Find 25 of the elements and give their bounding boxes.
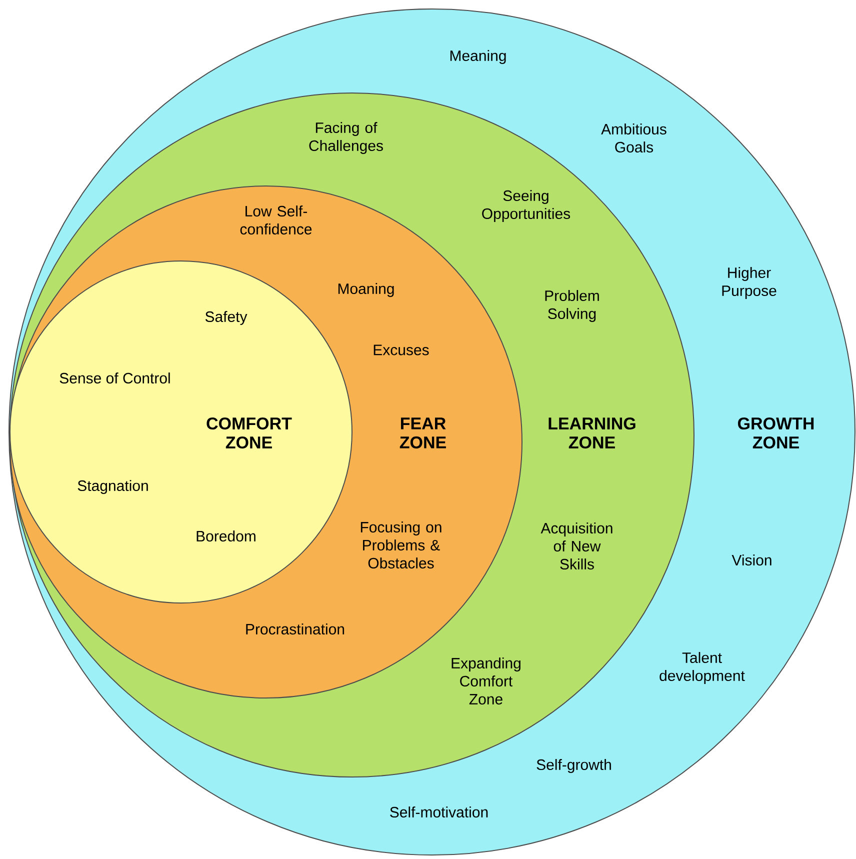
zone-item: Stagnation (78, 480, 148, 494)
zone-item: Focusing on Problems & Obstacles (360, 522, 442, 568)
zone-item: Expanding Comfort Zone (452, 658, 520, 704)
zone-item: Moaning (338, 283, 394, 297)
zone-item: Sense of Control (60, 372, 170, 384)
zone-item: Higher Purpose (722, 267, 776, 299)
zone-item: Acquisition of New Skills (540, 522, 612, 570)
zone-item: Talent development (660, 652, 745, 684)
zone-item: Safety (205, 311, 248, 325)
zone-item: Meaning (450, 50, 506, 64)
zone-title: GROWTH ZONE (738, 417, 814, 449)
zone-title: COMFORT ZONE (206, 417, 292, 449)
zone-item: Vision (732, 554, 772, 566)
zone-item: Self-growth (536, 759, 611, 773)
zone-item: Self-motivation (390, 806, 488, 818)
zone-title: FEAR ZONE (400, 418, 446, 448)
zone-title: LEARNING ZONE (548, 417, 636, 449)
zone-item: Procrastination (246, 624, 344, 634)
zone-item: Seeing Opportunities (482, 190, 570, 222)
zone-item: Low Self-confidence (240, 206, 312, 234)
zone-item: Ambitious Goals (601, 124, 666, 152)
zone-item: Boredom (196, 530, 256, 542)
zone-item: Facing of Challenges (309, 122, 383, 154)
zone-item: Problem Solving (545, 290, 599, 322)
zone-item: Excuses (374, 344, 429, 356)
